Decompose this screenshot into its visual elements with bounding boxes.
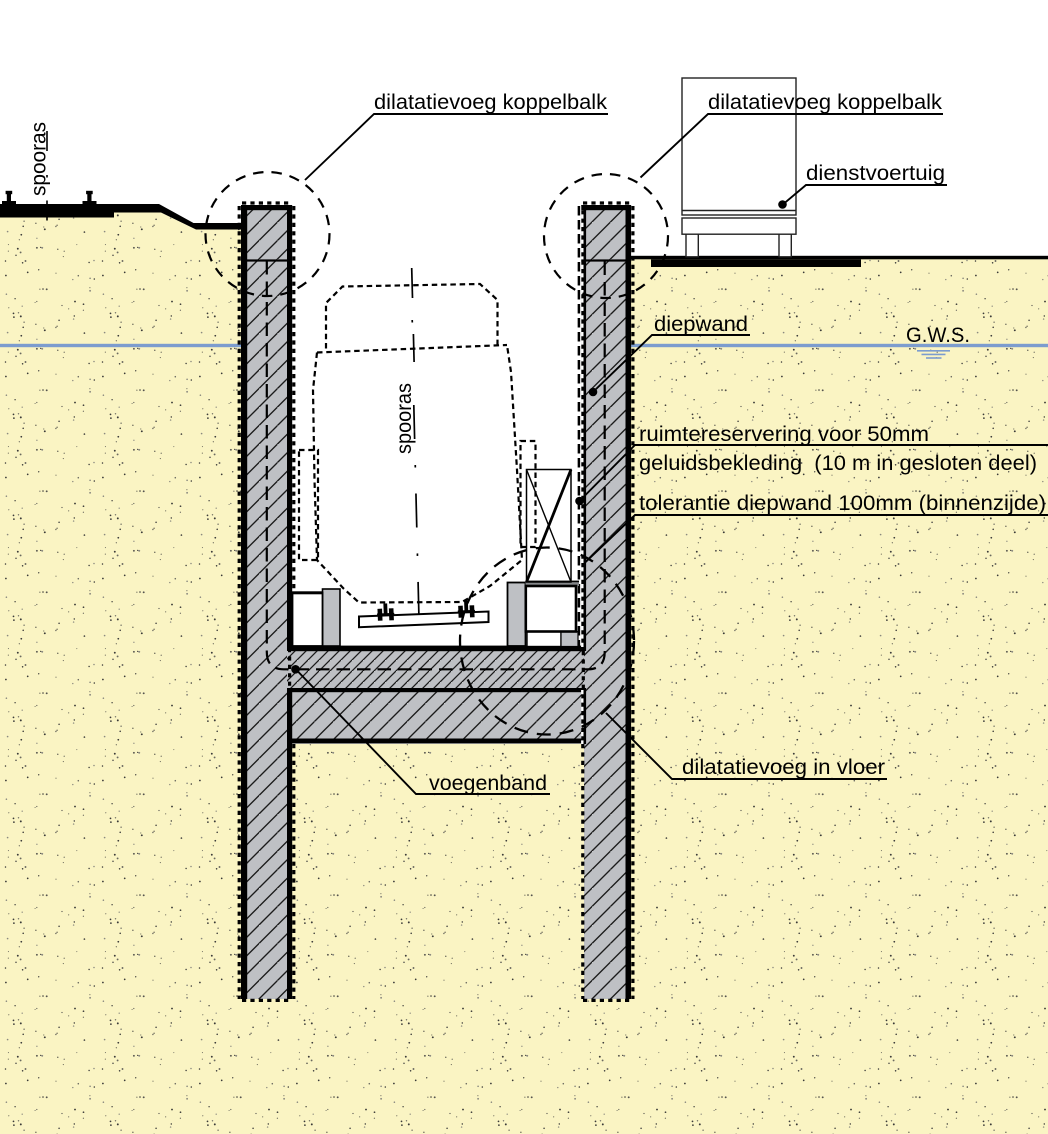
svg-text:dilatatievoeg koppelbalk: dilatatievoeg koppelbalk <box>708 91 943 114</box>
svg-text:dienstvoertuig: dienstvoertuig <box>806 162 945 185</box>
svg-text:voegenband: voegenband <box>429 772 547 795</box>
svg-text:spooras: spooras <box>28 122 51 196</box>
svg-text:tolerantie diepwand 100mm (bin: tolerantie diepwand 100mm (binnenzijde) <box>639 492 1046 515</box>
svg-text:dilatatievoeg in vloer: dilatatievoeg in vloer <box>682 756 885 779</box>
svg-text:diepwand: diepwand <box>654 313 748 336</box>
svg-text:geluidsbekleding (10 m in ges: geluidsbekleding (10 m in gesloten deel) <box>639 452 1037 475</box>
svg-text:dilatatievoeg koppelbalk: dilatatievoeg koppelbalk <box>374 91 608 114</box>
svg-text:ruimtereservering voor 50mm: ruimtereservering voor 50mm <box>639 423 929 446</box>
svg-text:spooras: spooras <box>393 383 416 454</box>
svg-text:G.W.S.: G.W.S. <box>906 324 970 347</box>
